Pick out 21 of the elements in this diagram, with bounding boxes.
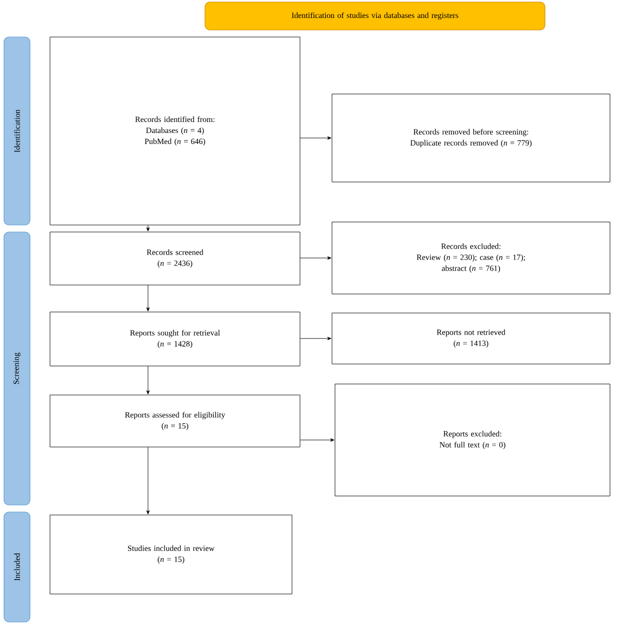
process-box: Reports sought for retrieval (n = 1428) [50, 312, 300, 366]
arrow [146, 225, 150, 232]
arrow [146, 285, 150, 312]
arrow [146, 447, 150, 514]
process-box: Reports excluded: Not full text (n = 0) [334, 384, 610, 496]
banner-box: Identification of studies via databases and registers [204, 2, 546, 30]
process-box: Reports not retrieved (n = 1413) [332, 312, 610, 364]
arrow [300, 136, 332, 140]
arrow [300, 256, 332, 260]
process-box: Records screened (n = 2436) [50, 232, 300, 286]
process-box: Reports assessed for eligibility (n = 15) [50, 394, 300, 448]
arrow [146, 366, 150, 394]
stage-band: Identification [4, 36, 30, 226]
process-box: Records removed before screening: Duplicate records removed (n = 779) [332, 94, 610, 182]
arrow [300, 336, 332, 340]
stage-band: Screening [4, 232, 30, 506]
process-box: Records excluded: Review (n = 230); case (n = 17); abstract (n = 761) [332, 222, 610, 294]
process-box: Studies included in review (n = 15) [50, 514, 292, 594]
process-box: Records identified from: Databases (n = 4) PubMed (n = 646) [50, 36, 300, 226]
stage-band: Included [4, 512, 30, 622]
arrow [300, 438, 334, 442]
